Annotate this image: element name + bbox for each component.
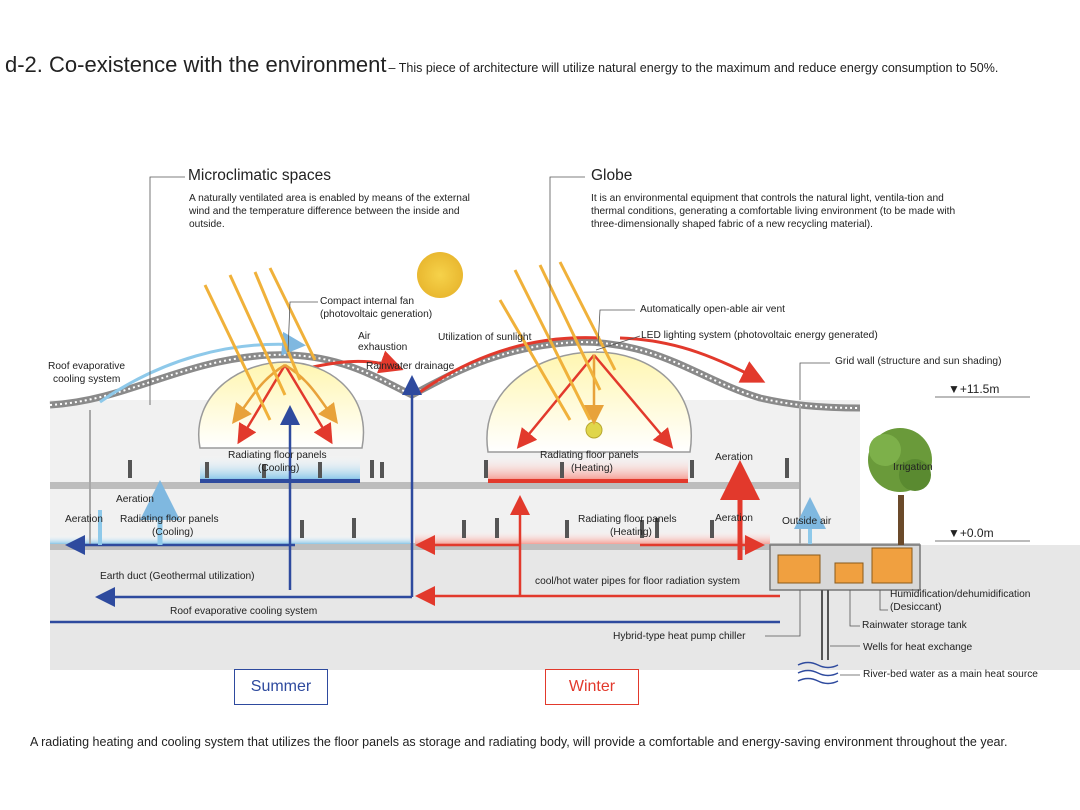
roof-heat-arrow-2 — [619, 336, 766, 383]
lower-floor-slab — [50, 543, 920, 550]
roof-grid — [49, 340, 861, 409]
label-roof-evap-2: cooling system — [53, 374, 121, 385]
globe-title: Globe — [591, 167, 633, 184]
desiccant-unit — [871, 547, 913, 584]
river-water-icon — [797, 661, 839, 685]
label-outside-air: Outside air — [782, 516, 832, 527]
label-rad-heat-lower-2: (Heating) — [610, 527, 652, 538]
label-humid-2: (Desiccant) — [890, 602, 942, 613]
label-wells: Wells for heat exchange — [863, 642, 973, 653]
label-level-ground: ▼+0.0m — [948, 526, 994, 540]
summer-label: Summer — [234, 669, 328, 705]
label-air-vent: Automatically open-able air vent — [640, 304, 785, 315]
leader-lines — [149, 176, 888, 676]
label-rain-tank: Rainwater storage tank — [862, 620, 967, 631]
label-grid-wall: Grid wall (structure and sun shading) — [835, 356, 1002, 367]
roof-heat-arrow — [419, 336, 601, 394]
label-rad-heat-upper-1: Radiating floor panels — [540, 450, 639, 461]
label-level-top: ▼+11.5m — [948, 382, 1000, 396]
heat-pump-unit — [777, 554, 821, 584]
label-rad-heat-upper-2: (Heating) — [571, 463, 613, 474]
label-river: River-bed water as a main heat source — [863, 669, 1038, 680]
winter-dome — [486, 351, 692, 453]
label-water-pipes: cool/hot water pipes for floor radiation… — [535, 576, 740, 587]
microclimatic-body: A naturally ventilated area is enabled b… — [189, 193, 470, 230]
label-aeration-left: Aeration — [65, 514, 103, 525]
label-aeration-top-right: Aeration — [715, 452, 753, 463]
summer-dome — [197, 361, 365, 449]
label-led: LED lighting system (photovoltaic energy… — [641, 330, 878, 341]
label-earth-duct: Earth duct (Geothermal utilization) — [100, 571, 255, 582]
label-roof-evap-bottom: Roof evaporative cooling system — [170, 606, 318, 617]
globe-body: It is an environmental equipment that co… — [591, 193, 956, 230]
sun-rays — [203, 261, 617, 421]
label-compact-fan: Compact internal fan — [320, 296, 415, 307]
cooling-panel-upper — [200, 478, 360, 483]
page-header: d-2. Co-existence with the environment– … — [5, 52, 998, 78]
tree-trunk — [898, 495, 904, 545]
roof-wind-arrow — [99, 331, 306, 404]
label-aeration-left-upper: Aeration — [116, 494, 154, 505]
sun — [417, 252, 463, 298]
label-exhaustion: exhaustion — [358, 342, 408, 353]
winter-label: Winter — [545, 669, 639, 705]
heat-glow-upper — [488, 455, 688, 479]
label-roof-evap-1: Roof evaporative — [48, 361, 126, 372]
microclimatic-title: Microclimatic spaces — [188, 167, 331, 184]
underground-pipes — [50, 375, 826, 624]
heating-panel-upper — [488, 478, 688, 483]
page-subtitle: – This piece of architecture will utiliz… — [388, 61, 999, 75]
label-air: Air — [358, 331, 371, 342]
label-rad-cool-upper-2: (Cooling) — [258, 463, 300, 474]
label-rad-cool-lower-2: (Cooling) — [152, 527, 194, 538]
cool-glow-upper — [200, 455, 360, 479]
upper-floor-slab — [50, 482, 800, 489]
cool-glow-lower — [50, 535, 410, 544]
page-title: d-2. Co-existence with the environment — [5, 52, 387, 77]
led-light — [585, 421, 603, 439]
label-aeration-right: Aeration — [715, 513, 753, 524]
label-sunlight: Utilization of sunlight — [438, 332, 532, 343]
label-humid-1: Humidification/dehumidification — [890, 589, 1031, 600]
heat-glow-lower — [415, 530, 770, 544]
label-rad-cool-upper-1: Radiating floor panels — [228, 450, 327, 461]
label-compact-fan-sub: (photovoltaic generation) — [320, 309, 433, 320]
footer-caption: A radiating heating and cooling system t… — [30, 735, 1008, 749]
label-heat-pump: Hybrid-type heat pump chiller — [613, 631, 746, 642]
label-rad-heat-lower-1: Radiating floor panels — [578, 514, 677, 525]
label-irrigation: Irrigation — [893, 462, 933, 473]
label-rainwater-drainage: Rainwater drainage — [366, 361, 455, 372]
people-silhouettes — [128, 458, 789, 538]
label-rad-cool-lower-1: Radiating floor panels — [120, 514, 219, 525]
rainwater-tank — [834, 562, 864, 584]
